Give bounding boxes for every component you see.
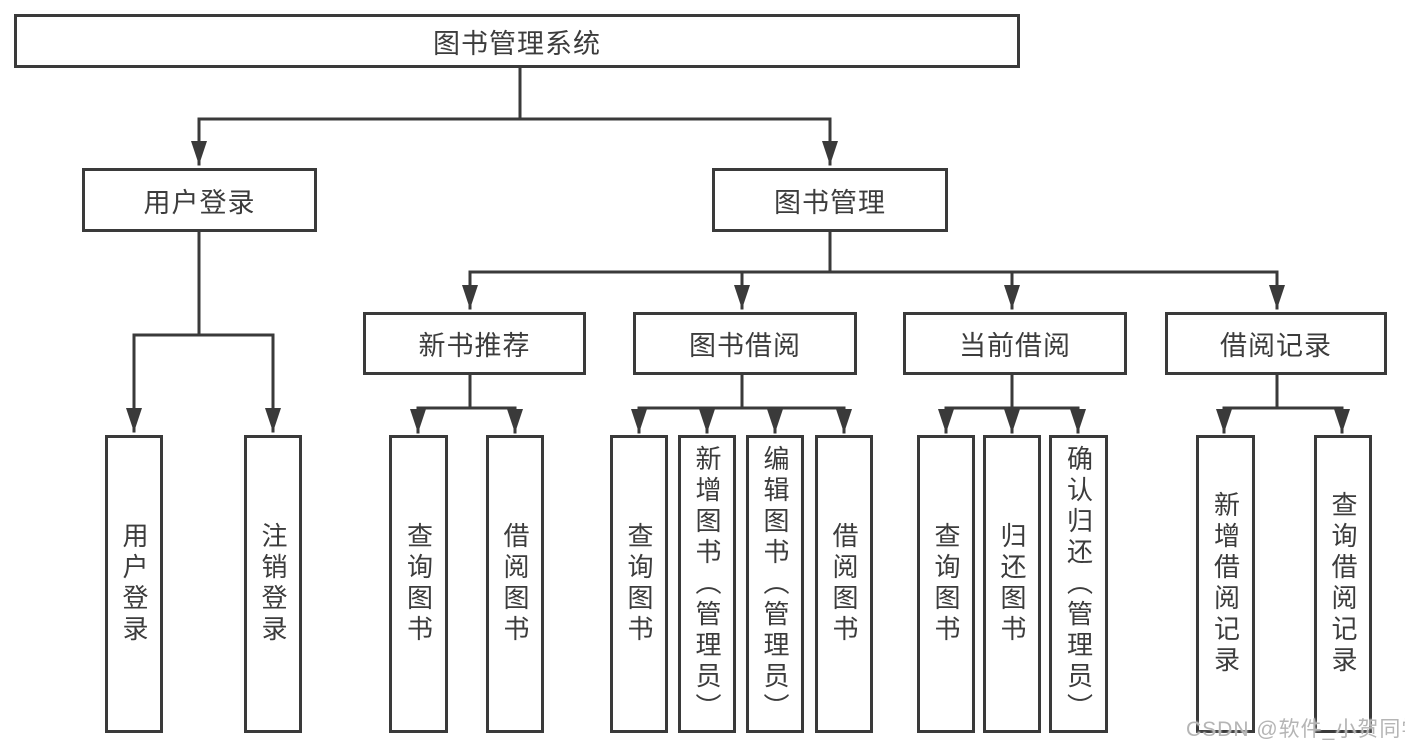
- leaf-confirm-return-admin: 确认归还（管理员）: [1049, 435, 1108, 733]
- node-new-book-recommend: 新书推荐: [363, 312, 586, 375]
- node-book-management: 图书管理: [712, 168, 948, 232]
- node-current-borrowing: 当前借阅: [903, 312, 1127, 375]
- leaf-user-login: 用户登录: [105, 435, 163, 733]
- leaf-add-borrow-record: 新增借阅记录: [1196, 435, 1255, 733]
- leaf-logout: 注销登录: [244, 435, 302, 733]
- node-book-borrowing: 图书借阅: [633, 312, 857, 375]
- leaf-query-books-recommend: 查询图书: [389, 435, 448, 733]
- node-user-login: 用户登录: [82, 168, 317, 232]
- leaf-query-books-current: 查询图书: [917, 435, 975, 733]
- leaf-borrow-books-borrowing: 借阅图书: [815, 435, 873, 733]
- leaf-query-books-borrowing: 查询图书: [610, 435, 668, 733]
- leaf-query-borrow-record: 查询借阅记录: [1314, 435, 1372, 733]
- leaf-add-book-admin: 新增图书（管理员）: [678, 435, 736, 733]
- leaf-borrow-books-recommend: 借阅图书: [486, 435, 544, 733]
- node-borrowing-records: 借阅记录: [1165, 312, 1387, 375]
- leaf-edit-book-admin: 编辑图书（管理员）: [746, 435, 804, 733]
- node-book-management-system: 图书管理系统: [14, 14, 1020, 68]
- leaf-return-book: 归还图书: [983, 435, 1041, 733]
- watermark: CSDN @软件_小贺同学: [1186, 718, 1405, 741]
